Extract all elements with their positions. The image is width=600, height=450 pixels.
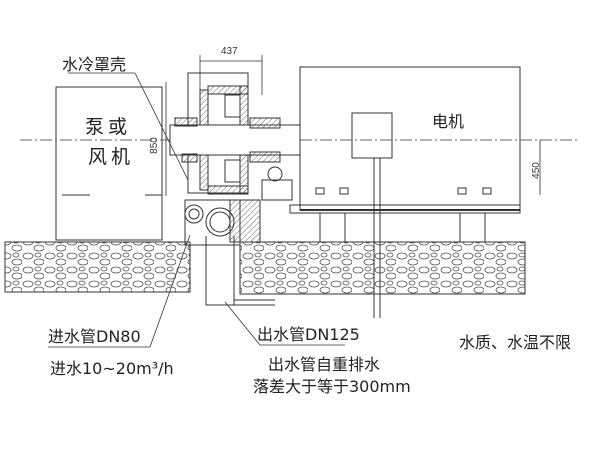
- motor-box: [299, 66, 521, 211]
- terminal-box: [351, 112, 393, 159]
- inlet-pipe-label: 进水管DN80: [48, 327, 141, 346]
- ground-foundation: [4, 199, 526, 295]
- inlet-flow-label: 进水10~20m³/h: [50, 359, 174, 378]
- pump-label-line1: 泵或: [85, 116, 132, 138]
- dimension-lines: [165, 55, 541, 196]
- dim-center-height: 450: [530, 162, 542, 179]
- dim-width: 437: [221, 46, 238, 57]
- pump-label-line2: 风机: [88, 146, 135, 168]
- leader-lines: [48, 72, 345, 348]
- outlet-note-line1: 出水管自重排水: [268, 355, 381, 374]
- motor-label: 电机: [432, 112, 465, 131]
- pump-box: [55, 86, 163, 241]
- coupling-body: [169, 72, 301, 243]
- cover-label: 水冷罩壳: [62, 55, 127, 74]
- outlet-note-line2: 落差大于等于300mm: [253, 377, 411, 396]
- water-note-label: 水质、水温不限: [459, 333, 572, 352]
- dim-height: 850: [148, 137, 160, 154]
- pipes: [184, 158, 381, 318]
- outlet-pipe-label: 出水管DN125: [257, 325, 360, 344]
